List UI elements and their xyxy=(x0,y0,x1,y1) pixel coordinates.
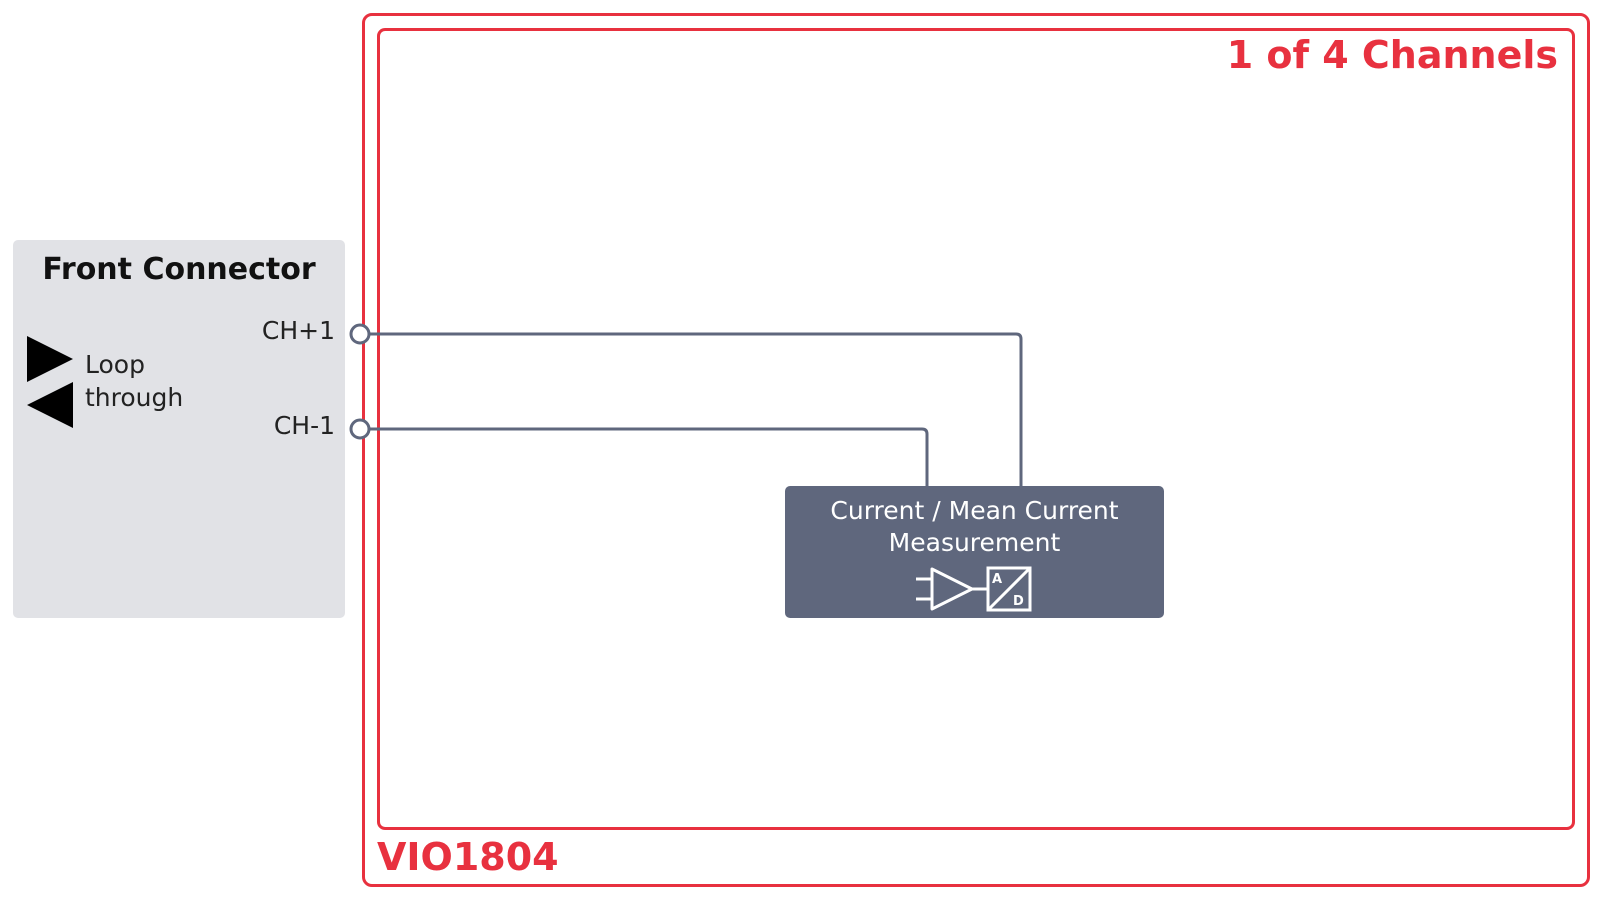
wire-ch-minus-1 xyxy=(369,427,929,486)
front-connector-title: Front Connector xyxy=(42,252,316,287)
front-connector-panel: Front Connector Loop through CH+1 CH-1 xyxy=(13,240,345,618)
adc-label-a: A xyxy=(992,572,1002,587)
device-label: VIO1804 xyxy=(377,835,559,879)
ad-converter-icon: A D xyxy=(986,566,1032,612)
loop-back-arrow-icon xyxy=(27,382,73,428)
terminal-ch-plus-1 xyxy=(349,323,371,345)
adc-label-d: D xyxy=(1013,594,1024,609)
channels-label: 1 of 4 Channels xyxy=(1226,33,1558,77)
measurement-title-line-2: Measurement xyxy=(888,528,1061,557)
measurement-title: Current / Mean Current Measurement xyxy=(785,495,1164,559)
current-measurement-block: Current / Mean Current Measurement A D xyxy=(785,486,1164,618)
loop-through-line-2: through xyxy=(85,383,184,412)
loop-through-label: Loop through xyxy=(85,348,183,414)
amplifier-adc-icon: A D xyxy=(916,566,1032,612)
device-frame xyxy=(362,13,1590,887)
amplifier-icon xyxy=(916,567,988,611)
pin-label-ch-plus-1: CH+1 xyxy=(261,316,335,345)
pin-label-ch-minus-1: CH-1 xyxy=(273,411,335,440)
terminal-ch-minus-1 xyxy=(349,418,371,440)
loop-through-line-1: Loop xyxy=(85,350,145,379)
loop-through-arrows-icon xyxy=(27,336,73,428)
measurement-title-line-1: Current / Mean Current xyxy=(830,496,1119,525)
wire-ch-plus-1 xyxy=(369,332,1023,486)
loop-forward-arrow-icon xyxy=(27,336,73,382)
